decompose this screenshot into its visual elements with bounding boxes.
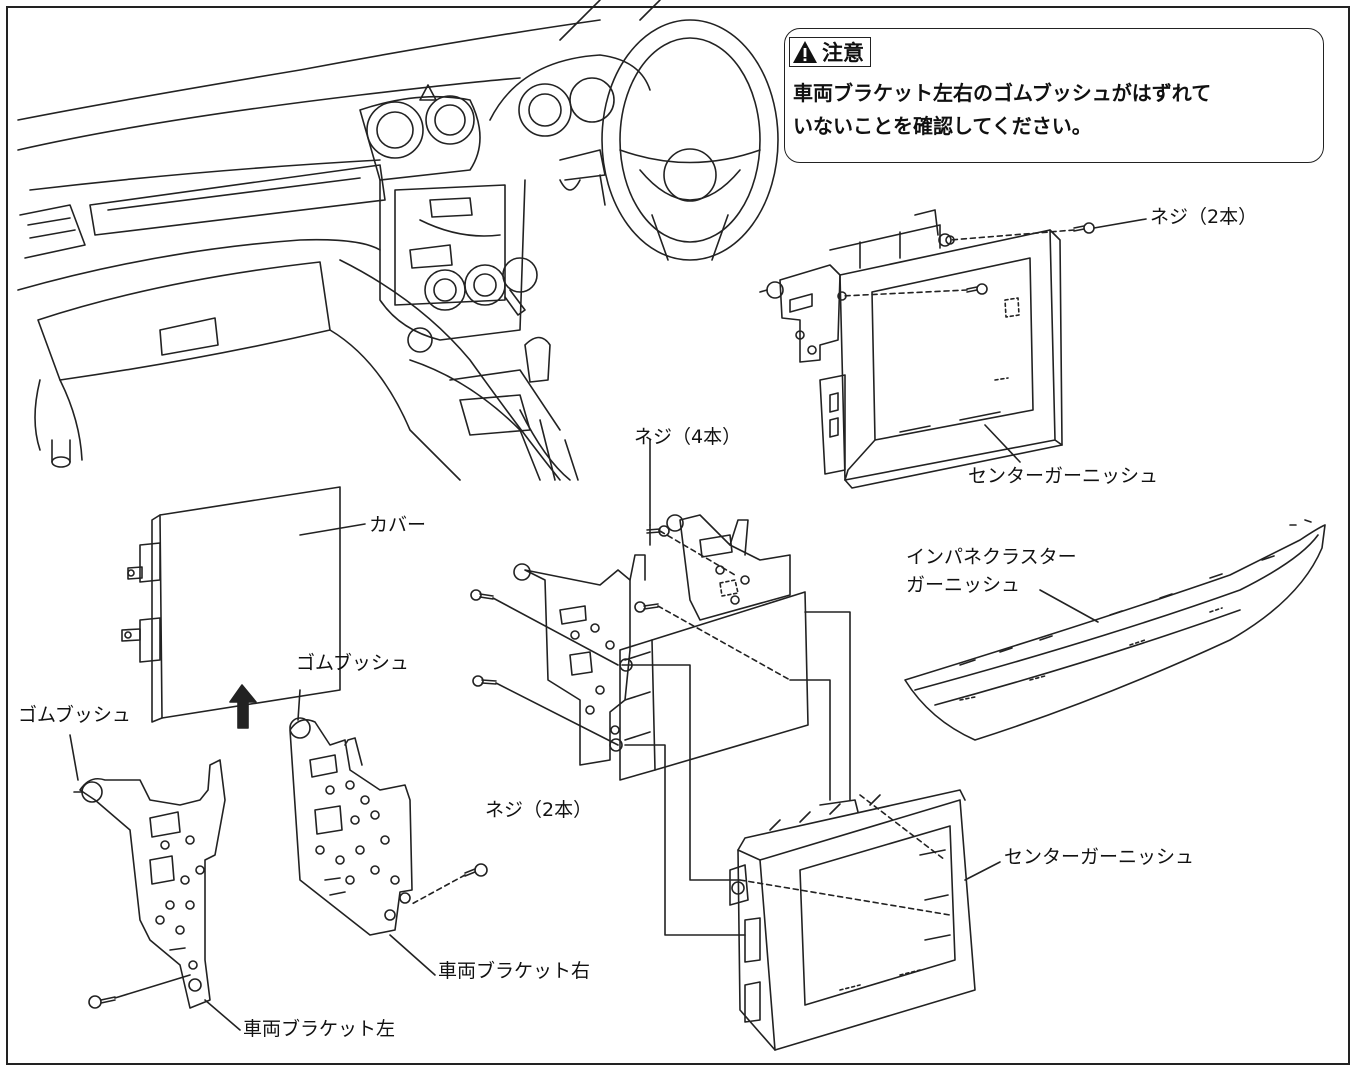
- label-bracket-left: 車両ブラケット左: [243, 1018, 396, 1040]
- label-screw-4: ネジ（4本）: [634, 426, 742, 448]
- center-garnish-upper-illustration: [759, 209, 1147, 489]
- screw-icon: [646, 525, 670, 537]
- label-bracket-right: 車両ブラケット右: [438, 960, 591, 982]
- caution-title: 注意: [822, 41, 864, 65]
- label-rubber-bush-left: ゴムブッシュ: [18, 704, 131, 726]
- screw-icon: [634, 601, 659, 613]
- label-panel-garnish-2: ガーニッシュ: [906, 574, 1021, 596]
- screw-icon: [966, 283, 988, 295]
- up-arrow-icon: [229, 684, 257, 729]
- warning-triangle-icon: [793, 41, 817, 63]
- label-panel-garnish-1: インパネクラスター: [906, 546, 1077, 568]
- label-rubber-bush-center: ゴムブッシュ: [296, 652, 409, 674]
- label-screw-2-bottom: ネジ（2本）: [485, 799, 593, 821]
- cover-illustration: [121, 486, 366, 723]
- caution-header: 注意: [789, 37, 871, 67]
- caution-text: 車両ブラケット左右のゴムブッシュがはずれて いないことを確認してください。: [793, 81, 1212, 138]
- screw-icon: [472, 675, 497, 687]
- dashboard-illustration: [17, 0, 779, 481]
- caution-notice: 注意 車両ブラケット左右のゴムブッシュがはずれて いないことを確認してください。: [784, 28, 1324, 163]
- label-center-garnish-bottom: センターガーニッシュ: [1004, 846, 1195, 868]
- center-garnish-lower-illustration: [621, 524, 1001, 1051]
- screw-icon: [1073, 222, 1095, 234]
- diagram-frame: [6, 6, 1350, 1065]
- bracket-right-illustration: [289, 717, 488, 976]
- bracket-assembly-illustration: [470, 439, 809, 781]
- label-screw-2-top: ネジ（2本）: [1150, 206, 1258, 228]
- bracket-left-illustration: [73, 759, 241, 1031]
- label-center-garnish-top: センターガーニッシュ: [968, 465, 1159, 487]
- screw-icon: [88, 995, 116, 1009]
- panel-cluster-garnish-illustration: [904, 519, 1326, 741]
- screw-icon: [470, 589, 494, 601]
- label-cover: カバー: [369, 514, 427, 536]
- screw-icon: [464, 863, 488, 877]
